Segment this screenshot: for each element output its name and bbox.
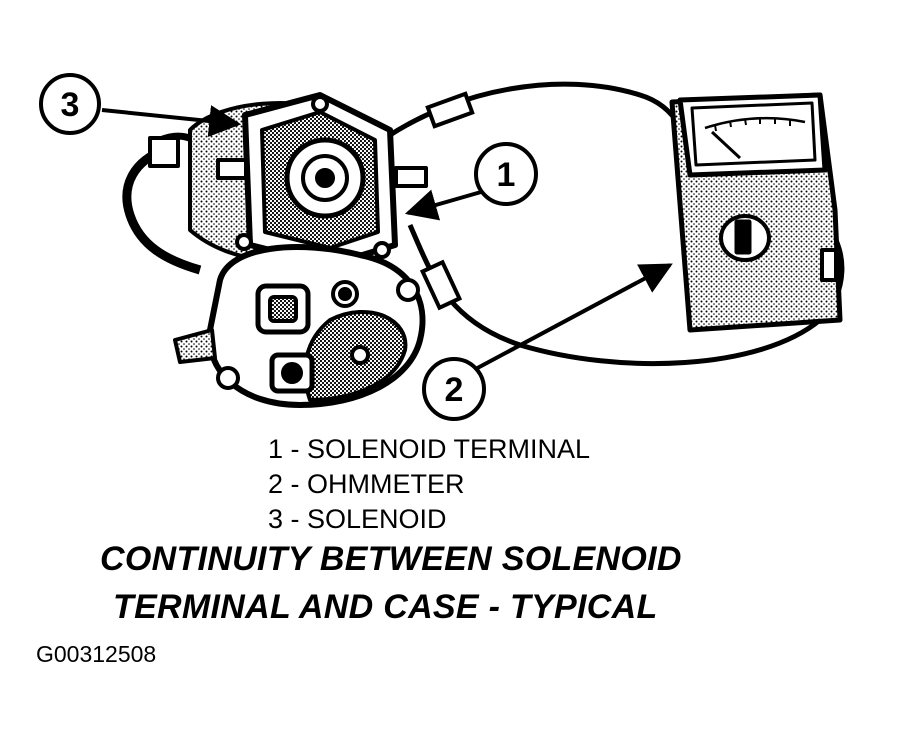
legend-item-1: 1 - SOLENOID TERMINAL [268, 434, 591, 464]
starter-solenoid-continuity-diagram: 1 2 3 [39, 73, 845, 421]
callout-1: 1 [404, 142, 538, 221]
figure-id: G00312508 [36, 641, 157, 667]
legend: 1 - SOLENOID TERMINAL 2 - OHMMETER 3 - S… [268, 432, 590, 537]
callout-2-number: 2 [445, 371, 464, 409]
callout-1-number: 1 [497, 156, 516, 194]
legend-item-3: 3 - SOLENOID [268, 504, 447, 534]
callout-2: 2 [422, 263, 673, 421]
caption-line-2: TERMINAL AND CASE - TYPICAL [113, 588, 658, 626]
callout-3: 3 [39, 73, 242, 137]
ohmmeter-drawing [669, 92, 843, 333]
legend-item-2: 2 - OHMMETER [268, 469, 465, 499]
callout-3-number: 3 [61, 86, 80, 124]
starter-motor-drawing [122, 92, 428, 408]
caption-line-1: CONTINUITY BETWEEN SOLENOID [100, 540, 682, 578]
